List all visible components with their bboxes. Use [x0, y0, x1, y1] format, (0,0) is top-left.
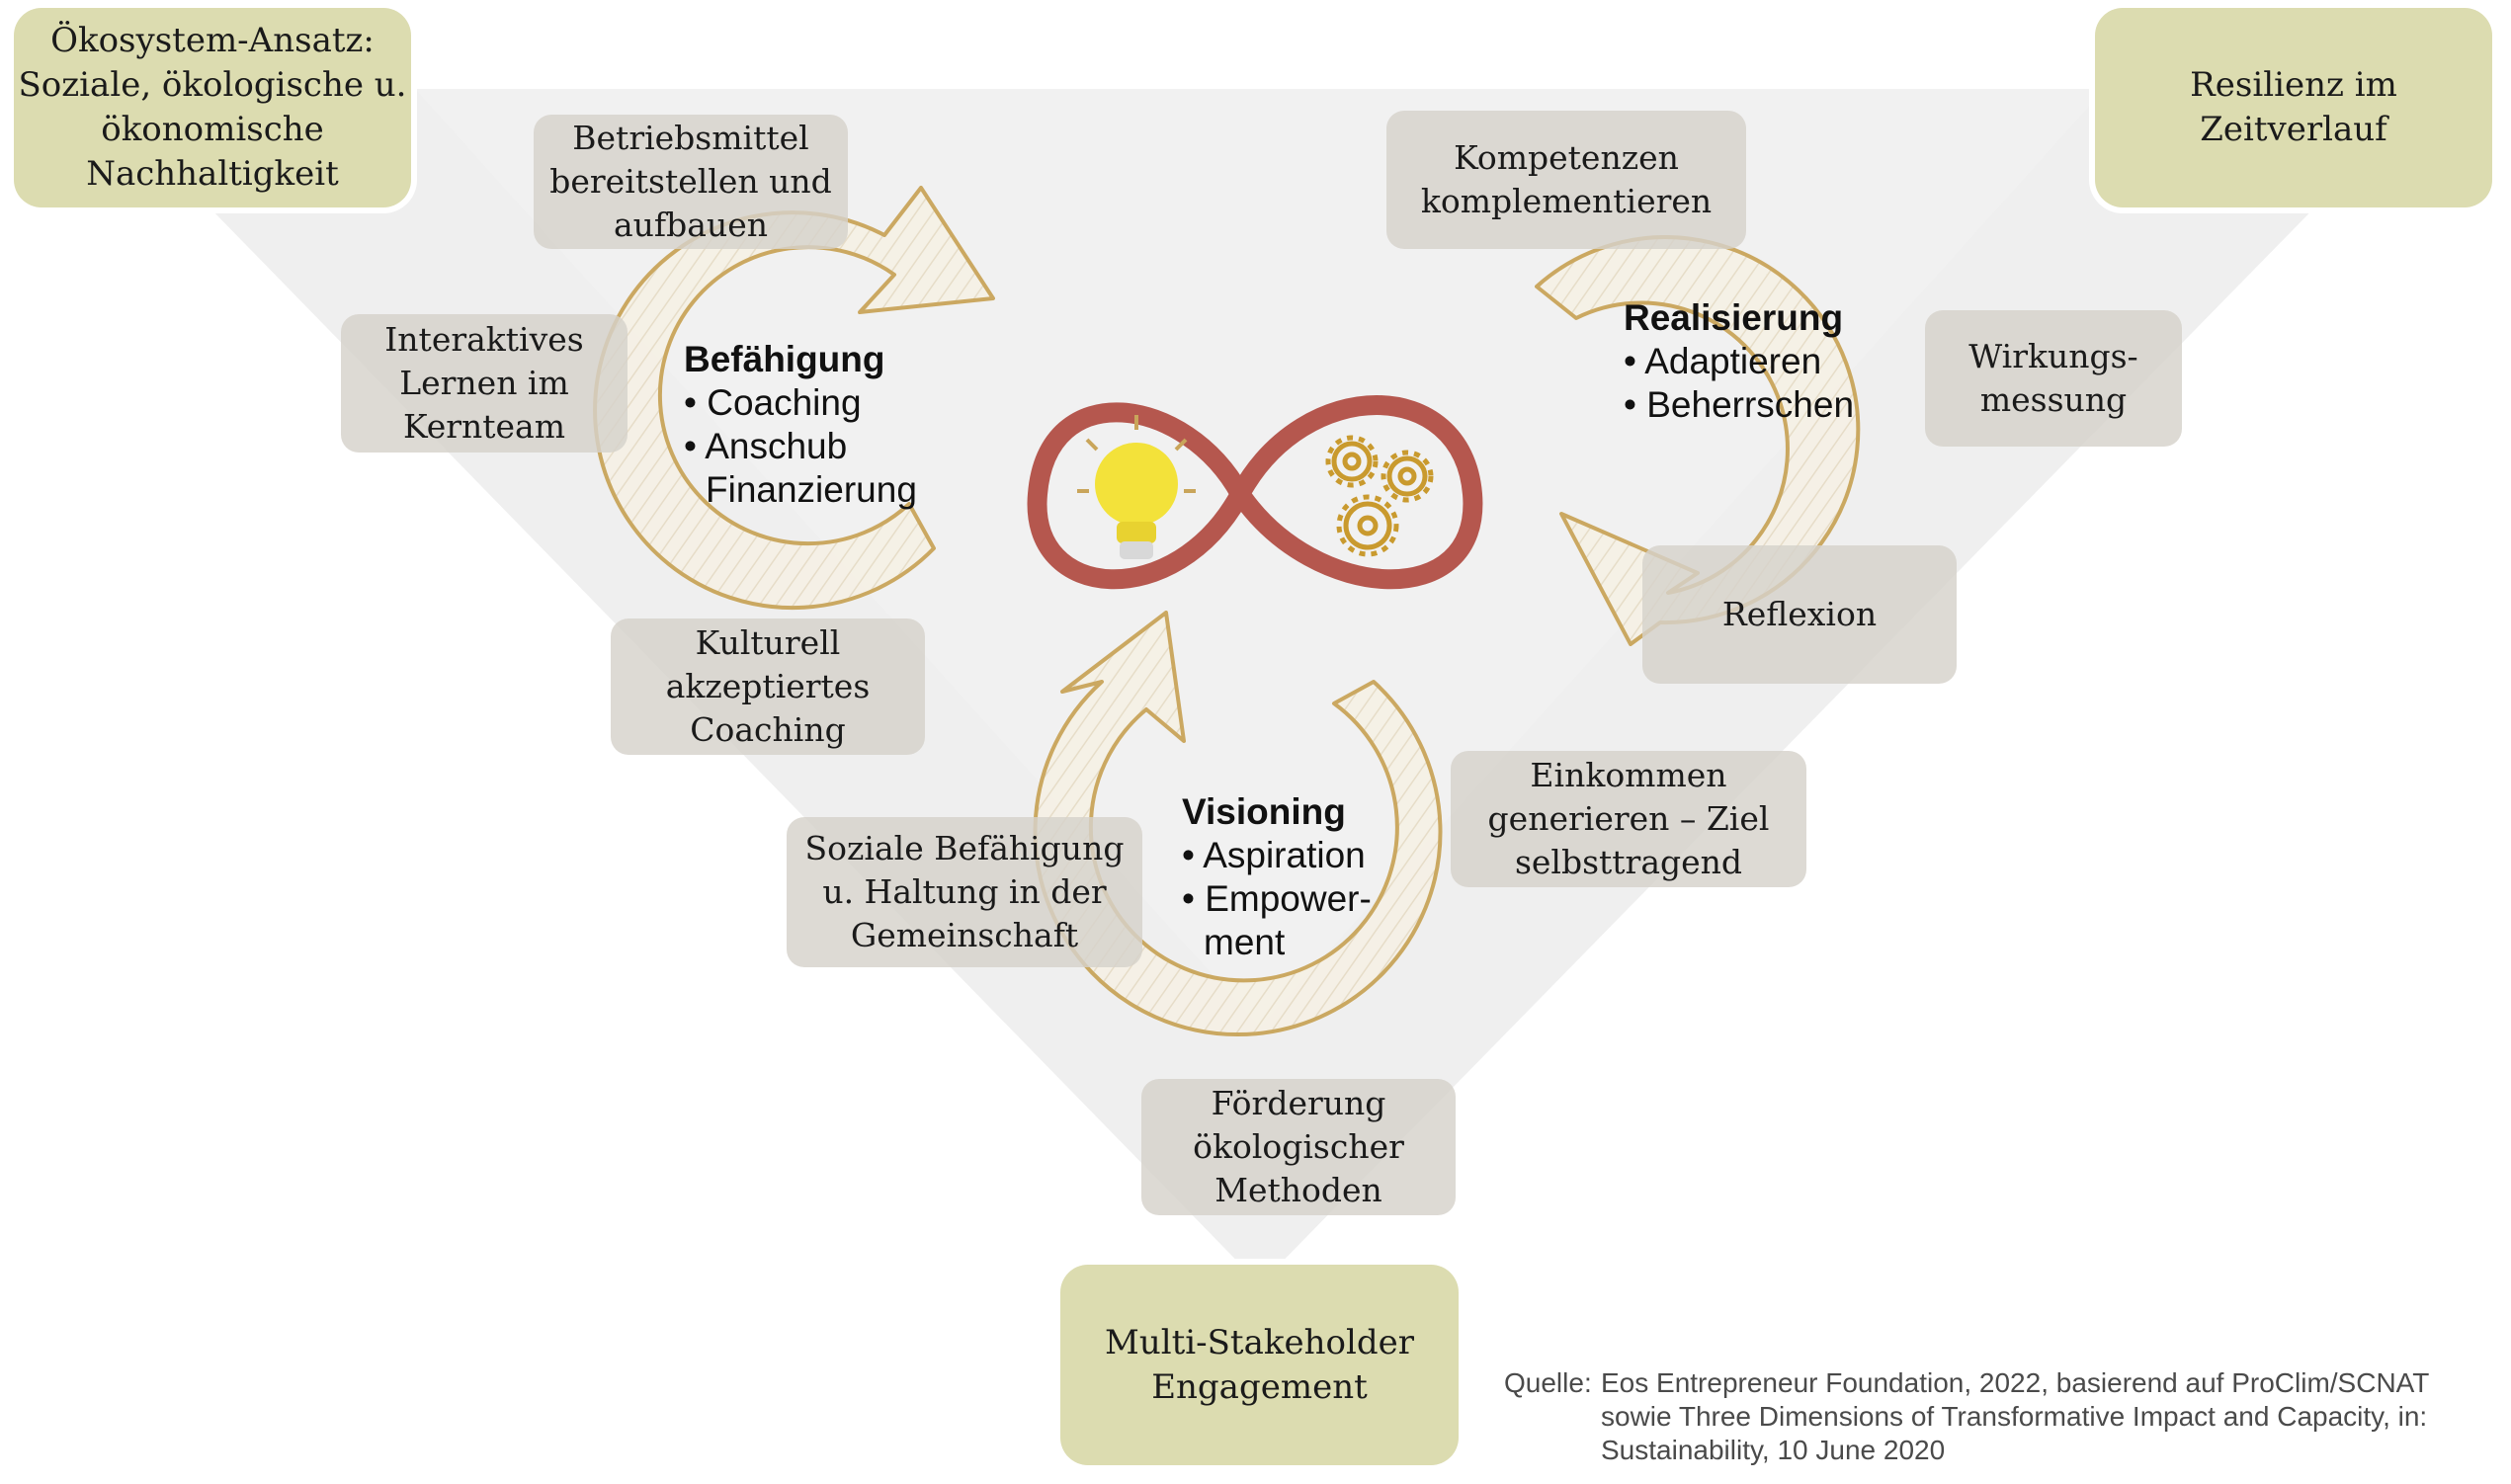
label-wirkungsmessung: Wirkungs- messung	[1925, 310, 2182, 447]
phase-befaehigung-title: Befähigung	[684, 339, 885, 379]
phase-realisierung-item-2: • Beherrschen	[1624, 384, 1855, 425]
phase-befaehigung: Befähigung • Coaching • Anschub Finanzie…	[684, 338, 917, 512]
corner-ecosystem-text: Ökosystem-Ansatz: Soziale, ökologische u…	[18, 21, 407, 194]
corner-resilience: Resilienz im Zeitverlauf	[2095, 8, 2492, 207]
lightbulb-icon	[1077, 415, 1196, 559]
source-line-2: sowie Three Dimensions of Transformative…	[1601, 1401, 2428, 1432]
phase-befaehigung-item-2: • Anschub	[684, 426, 848, 466]
corner-ecosystem: Ökosystem-Ansatz: Soziale, ökologische u…	[14, 8, 411, 207]
phase-befaehigung-item-1: • Coaching	[684, 382, 862, 423]
label-betriebsmittel-text: Betriebsmittel bereitstellen und aufbaue…	[549, 119, 832, 244]
source-line-3: Sustainability, 10 June 2020	[1601, 1435, 1946, 1465]
circular-arrow-icon-visioning	[1033, 611, 1443, 1036]
label-kulturell: Kulturell akzeptiertes Coaching	[611, 618, 925, 755]
source-line-1: Eos Entrepreneur Foundation, 2022, basie…	[1601, 1367, 2430, 1398]
corner-resilience-text: Resilienz im Zeitverlauf	[2190, 65, 2397, 149]
label-wirkungsmessung-text: Wirkungs- messung	[1968, 337, 2138, 419]
source-label: Quelle:	[1504, 1367, 1592, 1398]
label-einkommen-text: Einkommen generieren – Ziel selbsttragen…	[1487, 756, 1770, 881]
phase-visioning-title: Visioning	[1182, 791, 1346, 832]
label-reflexion: Reflexion	[1642, 545, 1957, 684]
corner-multi-stakeholder-text: Multi-Stakeholder Engagement	[1105, 1322, 1414, 1407]
gears-icon	[1325, 435, 1434, 557]
corner-multi-stakeholder: Multi-Stakeholder Engagement	[1060, 1265, 1459, 1465]
label-soziale-befaehigung: Soziale Befähigung u. Haltung in der Gem…	[787, 817, 1142, 967]
label-interaktives-lernen-text: Interaktives Lernen im Kernteam	[384, 320, 584, 446]
label-reflexion-text: Reflexion	[1721, 595, 1878, 633]
label-betriebsmittel: Betriebsmittel bereitstellen und aufbaue…	[534, 115, 848, 249]
phase-realisierung-title: Realisierung	[1624, 297, 1844, 338]
label-foerderung-text: Förderung ökologischer Methoden	[1193, 1084, 1404, 1209]
circular-arrow-icon-befaehigung	[593, 186, 995, 611]
label-kompetenzen: Kompetenzen komplementieren	[1386, 111, 1746, 249]
label-kompetenzen-text: Kompetenzen komplementieren	[1420, 138, 1713, 220]
phase-visioning-item-2-cont: ment	[1204, 922, 1286, 962]
label-kulturell-text: Kulturell akzeptiertes Coaching	[665, 623, 871, 749]
source-lines: Eos Entrepreneur Foundation, 2022, basie…	[1601, 1366, 2429, 1467]
phase-realisierung: Realisierung • Adaptieren • Beherrschen	[1624, 296, 1854, 427]
label-einkommen: Einkommen generieren – Ziel selbsttragen…	[1451, 751, 1806, 887]
phase-befaehigung-item-2-cont: Finanzierung	[706, 469, 917, 510]
phase-visioning-item-1: • Aspiration	[1182, 835, 1366, 875]
label-foerderung: Förderung ökologischer Methoden	[1141, 1079, 1456, 1215]
label-soziale-befaehigung-text: Soziale Befähigung u. Haltung in der Gem…	[804, 829, 1125, 954]
phase-visioning: Visioning • Aspiration • Empower- ment	[1182, 790, 1372, 964]
phase-realisierung-item-1: • Adaptieren	[1624, 341, 1822, 381]
phase-visioning-item-2: • Empower-	[1182, 878, 1372, 919]
label-interaktives-lernen: Interaktives Lernen im Kernteam	[341, 314, 628, 453]
